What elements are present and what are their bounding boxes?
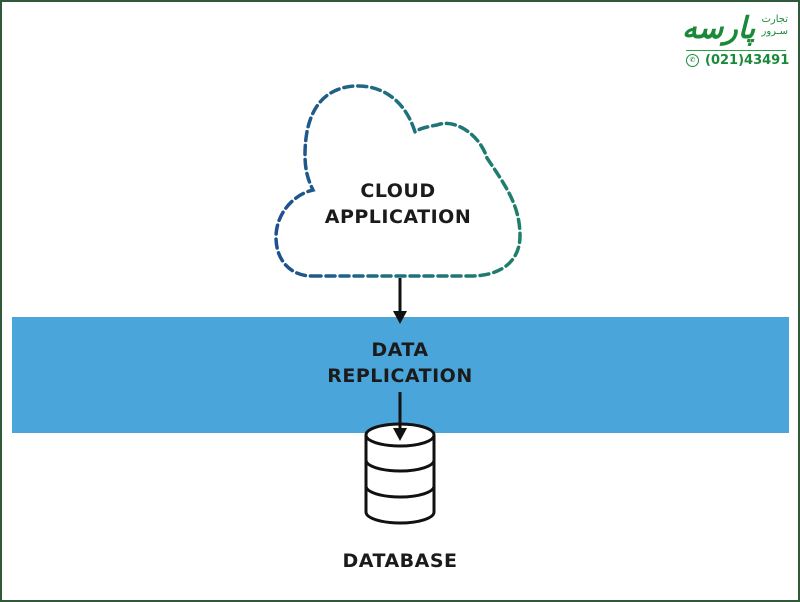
logo-subtitle-line1: تجارت [761,14,788,25]
logo-subtitle: تجارت سـرور [761,14,788,38]
logo-divider [686,50,786,51]
cloud-label-line2: APPLICATION [324,206,472,228]
cloud-shape [274,84,522,278]
watermark-logo: پارسه تجارت سـرور ✆ (021)43491 [682,8,790,70]
logo-phone: ✆ (021)43491 [686,53,790,69]
phone-icon: ✆ [686,54,699,67]
phone-number: (021)43491 [705,53,790,68]
arrowhead-cloud-to-replication [393,311,407,324]
replication-label-line2: REPLICATION [327,365,473,387]
cloud-label-line1: CLOUD [360,180,436,202]
logo-subtitle-line2: سـرور [761,26,788,37]
logo-brand: پارسه [682,11,756,46]
replication-label-line1: DATA [371,339,429,361]
arrowhead-replication-to-database [393,428,407,441]
data-replication-label: DATA REPLICATION [300,337,500,389]
database-label: DATABASE [342,550,458,572]
cloud-application-label: CLOUD APPLICATION [300,178,496,230]
